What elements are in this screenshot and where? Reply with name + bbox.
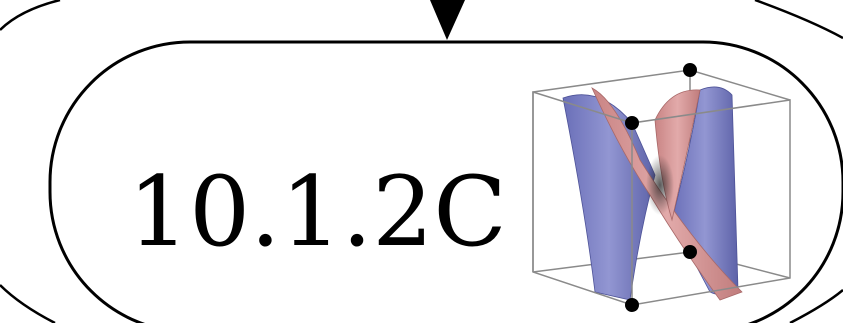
vertex-dot: [625, 116, 639, 130]
vertex-dot: [683, 63, 697, 77]
node-label: 10.1.2C: [128, 156, 507, 268]
edge-bottom-left-arc: [0, 284, 56, 323]
vertex-dot: [683, 245, 697, 259]
edge-right-arc: [754, 0, 843, 40]
edge-bottom-right-arc: [789, 289, 843, 323]
surface-crease-shadow: [646, 155, 674, 215]
vertex-dot: [625, 298, 639, 312]
down-arrowhead-icon: [430, 0, 465, 40]
3d-surface-box-icon: [532, 63, 791, 312]
edge-left-arc: [0, 0, 61, 31]
node-shape: [48, 40, 843, 323]
